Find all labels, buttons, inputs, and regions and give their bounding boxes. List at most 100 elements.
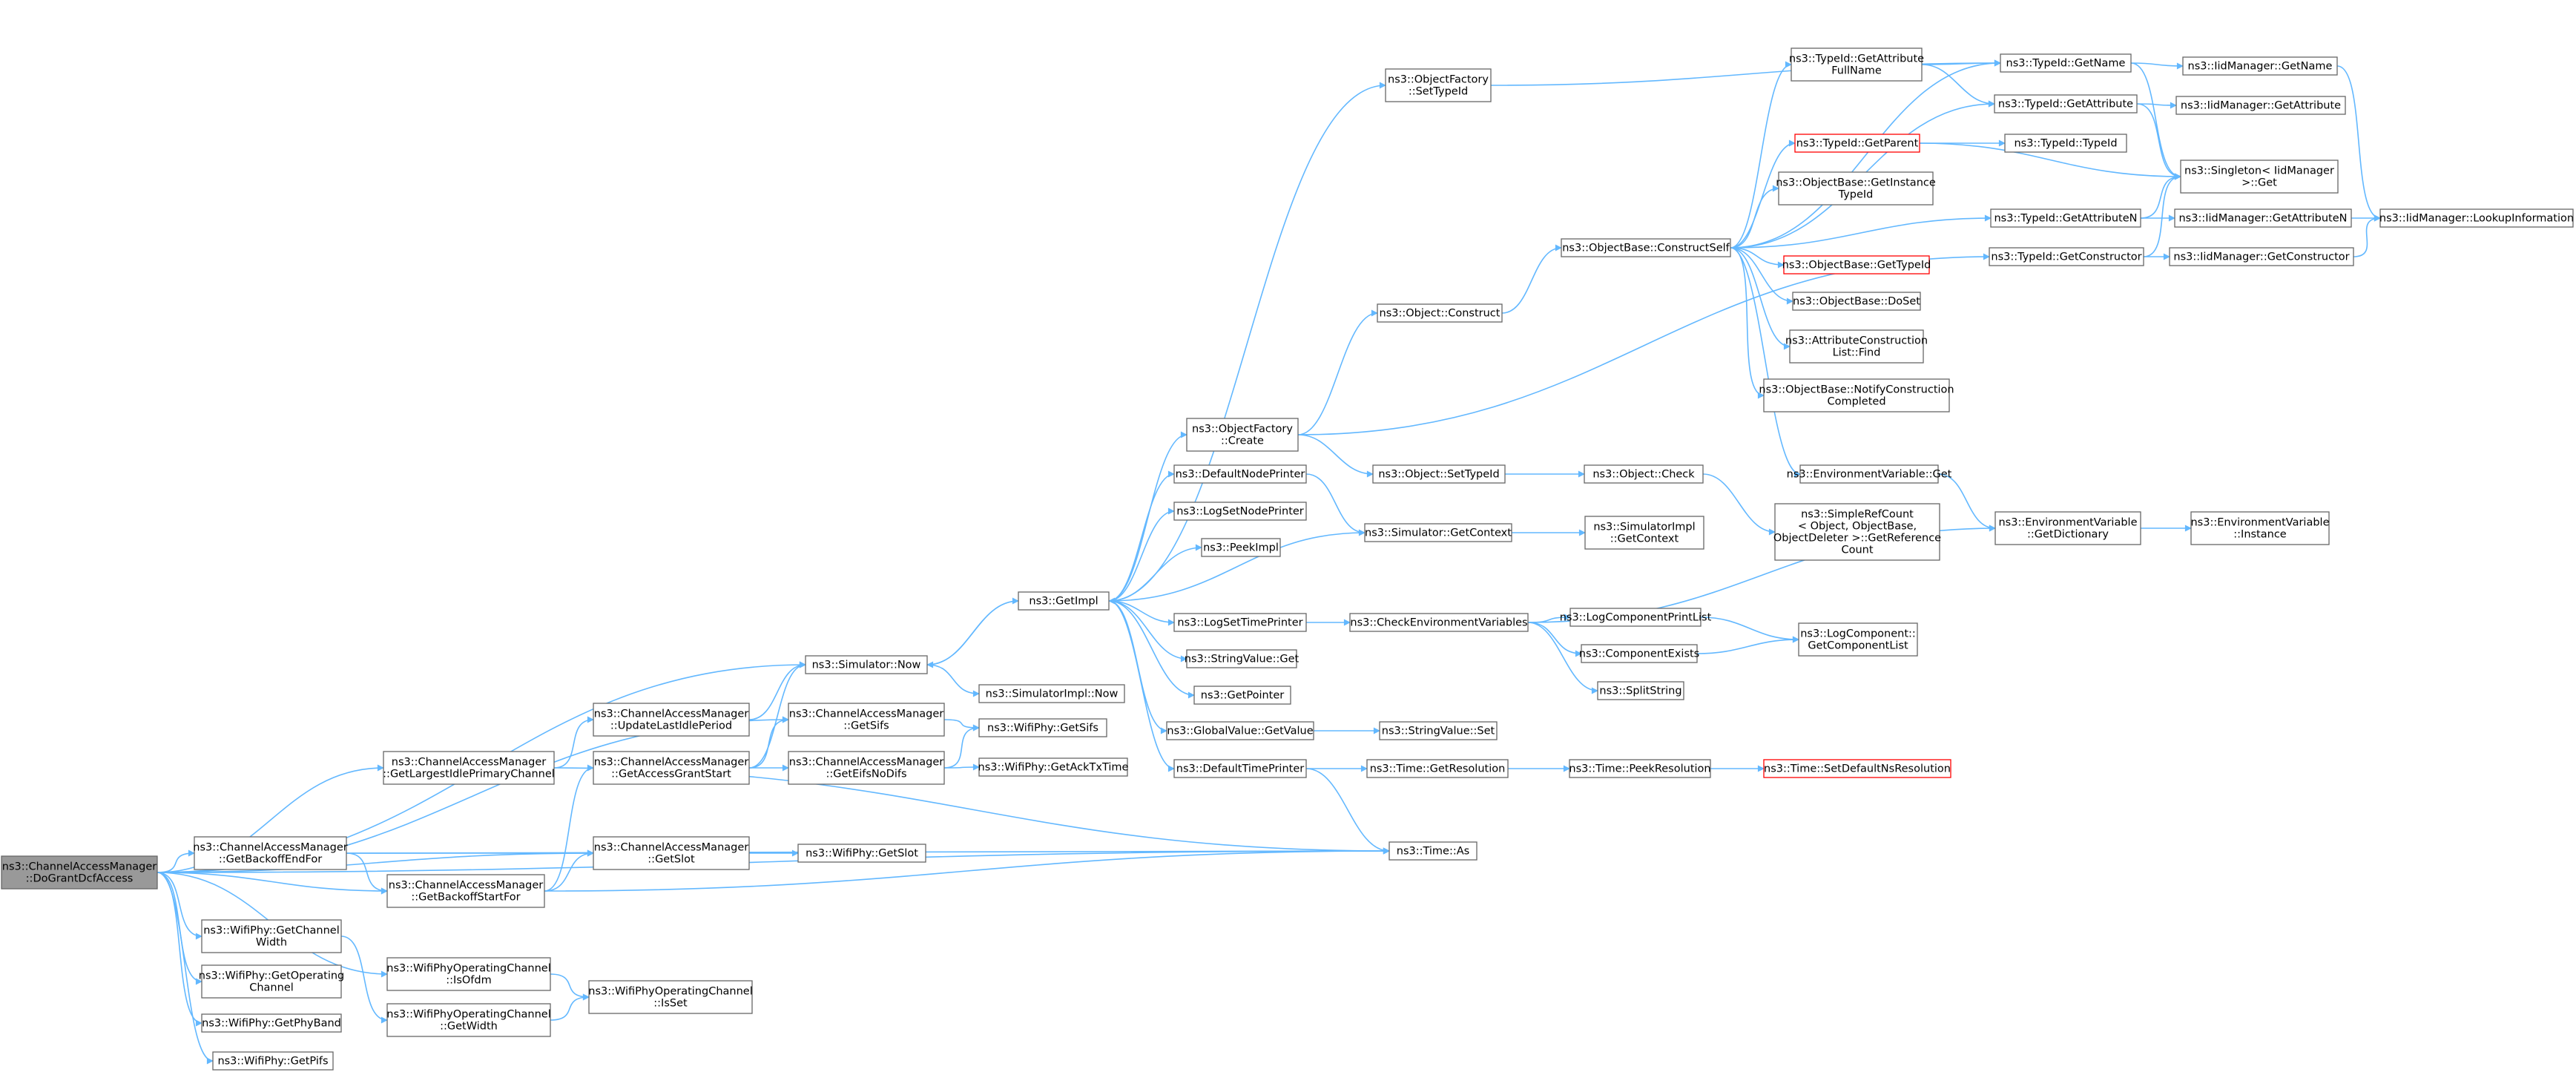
node-label: ns3::CheckEnvironmentVariables	[1350, 617, 1527, 629]
node-lsnp[interactable]: ns3::LogSetNodePrinter	[1173, 502, 1307, 521]
edge-getimpl-to-peekimpl	[1108, 544, 1202, 602]
node-simimplgetctx[interactable]: ns3::SimulatorImpl::GetContext	[1584, 516, 1704, 550]
node-wpgsifs[interactable]: ns3::WifiPhy::GetSifs	[978, 718, 1107, 737]
node-gvgv[interactable]: ns3::GlobalValue::GetValue	[1166, 721, 1314, 740]
node-box	[1173, 464, 1307, 484]
node-timepeekres[interactable]: ns3::Time::PeekResolution	[1569, 759, 1711, 778]
node-gbef[interactable]: ns3::ChannelAccessManager::GetBackoffEnd…	[193, 836, 348, 870]
node-label: ns3::ChannelAccessManager	[594, 709, 749, 720]
node-tidgetattrn[interactable]: ns3::TypeId::GetAttributeN	[1990, 208, 2141, 228]
node-splitstr[interactable]: ns3::SplitString	[1597, 681, 1684, 700]
edge-ulip-to-simnow	[748, 661, 806, 720]
node-wpocofdm[interactable]: ns3::WifiPhyOperatingChannel::IsOfdm	[386, 957, 551, 991]
node-iidgetattrn[interactable]: ns3::IidManager::GetAttributeN	[2174, 208, 2352, 228]
node-box	[593, 703, 750, 737]
node-iidgetname[interactable]: ns3::IidManager::GetName	[2182, 56, 2338, 76]
node-gsifs[interactable]: ns3::ChannelAccessManager::GetSifs	[788, 703, 945, 737]
node-dtp[interactable]: ns3::DefaultTimePrinter	[1173, 759, 1307, 778]
node-wpocset[interactable]: ns3::WifiPhyOperatingChannel::IsSet	[588, 980, 753, 1014]
node-tidgetname[interactable]: ns3::TypeId::GetName	[2000, 53, 2132, 73]
node-timeas[interactable]: ns3::Time::As	[1389, 841, 1478, 861]
node-box	[1584, 464, 1704, 484]
node-ofcreate[interactable]: ns3::ObjectFactory::Create	[1186, 418, 1299, 452]
node-iidlookup[interactable]: ns3::IidManager::LookupInformation	[2379, 208, 2574, 228]
edge-gags-to-simnow	[748, 661, 806, 769]
node-tidgetattr[interactable]: ns3::TypeId::GetAttribute	[1994, 94, 2138, 114]
node-lcgcl[interactable]: ns3::LogComponent::GetComponentList	[1798, 622, 1918, 657]
node-label: ns3::TypeId::GetName	[2006, 58, 2126, 70]
node-iidgetattr[interactable]: ns3::IidManager::GetAttribute	[2175, 96, 2346, 115]
node-svset[interactable]: ns3::StringValue::Set	[1379, 721, 1498, 740]
edge-ofcreate-to-objconstruct	[1297, 309, 1378, 435]
edge-dnp-to-simgetctx	[1305, 473, 1366, 536]
node-obgettid[interactable]: ns3::ObjectBase::GetTypeId	[1782, 255, 1931, 274]
node-ofsettid[interactable]: ns3::ObjectFactory::SetTypeId	[1385, 68, 1492, 102]
node-obdoset[interactable]: ns3::ObjectBase::DoSet	[1792, 292, 1921, 311]
node-cev[interactable]: ns3::CheckEnvironmentVariables	[1349, 613, 1529, 632]
node-simgetctx[interactable]: ns3::Simulator::GetContext	[1364, 523, 1512, 542]
node-getimpl[interactable]: ns3::GetImpl	[1018, 591, 1110, 611]
node-box	[2175, 96, 2346, 115]
node-evinst[interactable]: ns3::EnvironmentVariable::Instance	[2190, 511, 2330, 545]
node-evgetdict[interactable]: ns3::EnvironmentVariable::GetDictionary	[1994, 511, 2141, 545]
node-timegetres[interactable]: ns3::Time::GetResolution	[1366, 759, 1509, 778]
node-box	[1366, 759, 1509, 778]
node-label: Completed	[1827, 396, 1885, 408]
node-obnc[interactable]: ns3::ObjectBase::NotifyConstructionCompl…	[1759, 378, 1954, 412]
edge-getimpl-to-dtp	[1108, 600, 1175, 772]
node-gbsf[interactable]: ns3::ChannelAccessManager::GetBackoffSta…	[386, 874, 545, 908]
node-label: ns3::WifiPhy::GetPhyBand	[202, 1018, 341, 1030]
node-getptr[interactable]: ns3::GetPointer	[1193, 686, 1291, 705]
node-peekimpl[interactable]: ns3::PeekImpl	[1201, 538, 1281, 557]
edge-obcs-to-obdoset	[1730, 247, 1793, 305]
node-wpgpb[interactable]: ns3::WifiPhy::GetPhyBand	[201, 1013, 342, 1033]
node-evget[interactable]: ns3::EnvironmentVariable::Get	[1787, 464, 1952, 484]
node-dnp[interactable]: ns3::DefaultNodePrinter	[1173, 464, 1307, 484]
node-svget[interactable]: ns3::StringValue::Get	[1185, 649, 1299, 668]
edge-obcs-to-evget	[1730, 247, 1801, 478]
node-box	[1763, 378, 1950, 412]
node-box	[1385, 68, 1492, 102]
node-gags[interactable]: ns3::ChannelAccessManager::GetAccessGran…	[593, 751, 750, 785]
node-box	[386, 957, 551, 991]
node-label: ::Instance	[2233, 529, 2287, 541]
node-wpgpifs[interactable]: ns3::WifiPhy::GetPifs	[212, 1051, 334, 1071]
node-simnow[interactable]: ns3::Simulator::Now	[805, 655, 928, 674]
node-label: ns3::ChannelAccessManager	[789, 709, 944, 720]
node-box	[1783, 255, 1930, 274]
node-compexists[interactable]: ns3::ComponentExists	[1579, 644, 1700, 663]
node-tidgetctor[interactable]: ns3::TypeId::GetConstructor	[1989, 247, 2144, 266]
node-objcheck[interactable]: ns3::Object::Check	[1584, 464, 1704, 484]
node-gslot[interactable]: ns3::ChannelAccessManager::GetSlot	[593, 836, 750, 870]
node-box	[383, 751, 555, 785]
node-label: ns3::TypeId::GetAttribute	[1998, 99, 2133, 111]
node-iidgetctor[interactable]: ns3::IidManager::GetConstructor	[2169, 247, 2354, 266]
node-wpgslot[interactable]: ns3::WifiPhy::GetSlot	[797, 844, 926, 863]
node-simimplnow[interactable]: ns3::SimulatorImpl::Now	[978, 684, 1125, 703]
node-glipc[interactable]: ns3::ChannelAccessManager::GetLargestIdl…	[383, 751, 555, 785]
node-objconstruct[interactable]: ns3::Object::Construct	[1377, 303, 1503, 323]
node-wpgack[interactable]: ns3::WifiPhy::GetAckTxTime	[978, 757, 1129, 777]
node-ulip[interactable]: ns3::ChannelAccessManager::UpdateLastIdl…	[593, 703, 750, 737]
node-lcpl[interactable]: ns3::LogComponentPrintList	[1560, 608, 1712, 627]
edge-tidgetparent-to-singleton	[1919, 142, 2181, 180]
node-geifs[interactable]: ns3::ChannelAccessManager::GetEifsNoDifs	[788, 751, 945, 785]
node-lstp[interactable]: ns3::LogSetTimePrinter	[1173, 613, 1307, 632]
node-objsettid[interactable]: ns3::Object::SetTypeId	[1372, 464, 1506, 484]
node-tidgetparent[interactable]: ns3::TypeId::GetParent	[1794, 134, 1920, 153]
node-tidtid[interactable]: ns3::TypeId::TypeId	[2004, 134, 2127, 153]
edge-tidgafn-to-tidgetname	[1921, 59, 2001, 67]
node-tsdnr[interactable]: ns3::Time::SetDefaultNsResolution	[1763, 759, 1951, 778]
node-label: ns3::TypeId::GetAttribute	[1789, 53, 1924, 65]
node-srcget[interactable]: ns3::SimpleRefCount< Object, ObjectBase,…	[1773, 503, 1941, 561]
edge-obcs-to-tidgetparent	[1730, 139, 1796, 249]
node-root[interactable]: ns3::ChannelAccessManager::DoGrantDcfAcc…	[1, 855, 158, 890]
node-obcs[interactable]: ns3::ObjectBase::ConstructSelf	[1561, 238, 1731, 257]
node-singleton[interactable]: ns3::Singleton< IidManager>::Get	[2180, 160, 2339, 194]
node-wpocgw[interactable]: ns3::WifiPhyOperatingChannel::GetWidth	[386, 1003, 551, 1037]
